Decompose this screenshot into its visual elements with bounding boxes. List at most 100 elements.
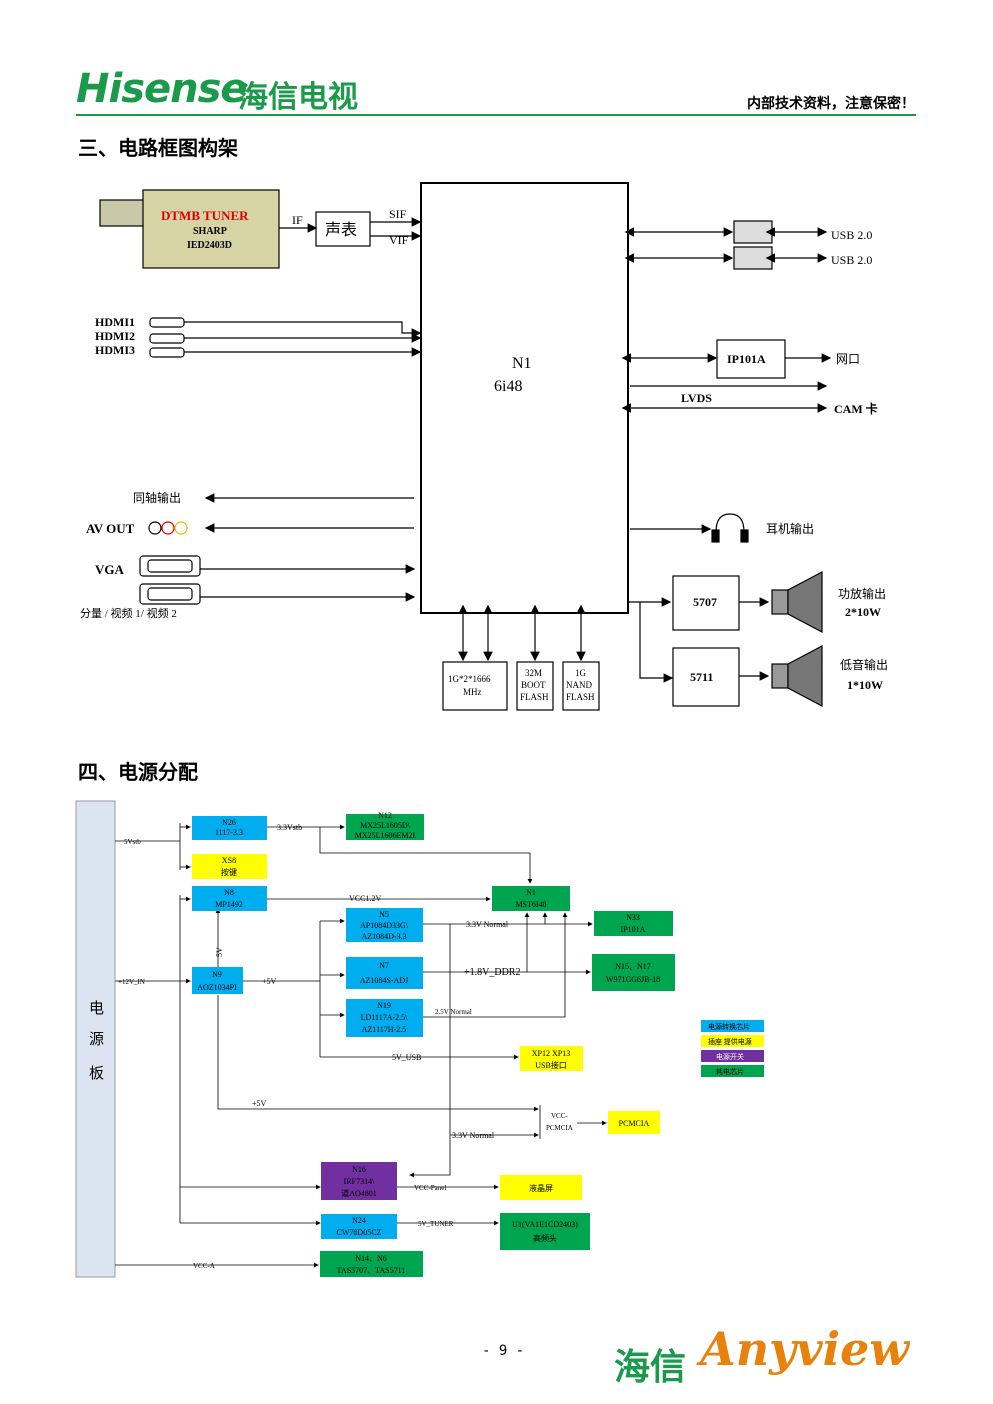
block-xs8: [192, 854, 267, 879]
legend: 电源转换芯片 插座 提供电源 电源开关 耗电芯片: [701, 1020, 764, 1077]
amp2-label: 低音输出: [840, 657, 888, 672]
speaker-icon-2: [771, 645, 823, 707]
section4-title: 四、电源分配: [78, 760, 198, 784]
usb-port-2: [733, 246, 773, 270]
xp12-l2: USB接口: [535, 1060, 567, 1070]
hisense-logo: Hisense: [76, 66, 248, 112]
n7-l2: AZ1084S-ADJ: [360, 976, 408, 985]
main-chip-model: 6i48: [494, 378, 522, 395]
n1-l1: N1: [526, 888, 536, 897]
block-n1: [492, 886, 570, 911]
boot-label-3: FLASH: [520, 692, 549, 702]
wire-5v-vert: 5V: [215, 947, 224, 957]
hdmi1-label: HDMI1: [95, 315, 135, 329]
power-board: [75, 800, 116, 1278]
board-char-3: 板: [89, 1064, 104, 1082]
amp-5711-box: [672, 647, 740, 707]
av-out-connectors: [148, 521, 188, 535]
vga-label: VGA: [95, 562, 125, 577]
nand-label-3: FLASH: [566, 692, 595, 702]
legend-2: 插座 提供电源: [708, 1037, 752, 1046]
n24-l1: N24: [352, 1216, 366, 1225]
main-chip-name: N1: [512, 355, 532, 372]
tuner-connector: [99, 199, 145, 227]
wire-vcc-pcmcia-1: VCC-: [551, 1112, 568, 1120]
headphone-icon: [711, 513, 749, 543]
page-number: - 9 -: [482, 1343, 525, 1359]
wire-33v-normal: 3.3V Normal: [466, 920, 509, 929]
block-u1: [500, 1213, 590, 1250]
wire-5vstb: 5Vstb: [124, 838, 141, 846]
block-n14: [320, 1251, 423, 1277]
block-n24: [321, 1214, 397, 1239]
block-n16: [321, 1162, 397, 1200]
nand-label-2: NAND: [566, 680, 592, 690]
usb2-label: USB 2.0: [831, 253, 872, 267]
n15-l2: W971GG6JB-18: [606, 975, 660, 984]
xs8-l2: 按键: [221, 867, 237, 877]
footer-logo-cn: 海信: [614, 1347, 687, 1388]
wire-vcc-pcmcia-2: PCMCIA: [546, 1124, 573, 1132]
n8-l2: MP1492: [215, 900, 243, 909]
n26-l1: N26: [222, 818, 236, 827]
block-lcd: [500, 1175, 582, 1200]
lvds-label: LVDS: [681, 391, 712, 405]
n1-l2: MST6I48: [515, 900, 546, 909]
n14-l1: N14、N6: [355, 1254, 387, 1263]
n9-l1: N9: [212, 970, 222, 979]
power-diagram: N26 1117-3.3 N12 MX25L1605D\ MX25L1606EM…: [75, 800, 764, 1278]
lcd-l1: 液晶屏: [529, 1183, 553, 1193]
u1-l2: 高频头: [533, 1233, 557, 1243]
amp1-power: 2*10W: [845, 605, 881, 619]
wire-5v-usb: 5V_USB: [392, 1053, 421, 1062]
nand-flash-box: [562, 661, 600, 711]
tuner-brand: SHARP: [193, 226, 227, 237]
n26-l2: 1117-3.3: [215, 828, 243, 837]
n33-l1: N33: [626, 913, 640, 922]
boot-label-1: 32M: [525, 668, 542, 678]
usb1-label: USB 2.0: [831, 228, 872, 242]
block-n7: [346, 957, 423, 989]
amp2-chip: 5711: [690, 670, 713, 684]
hdmi3-label: HDMI3: [95, 343, 135, 357]
component-label: 分量 / 视频 1/ 视频 2: [80, 606, 177, 620]
n19-l1: N19: [377, 1001, 391, 1010]
block-pcmcia: [608, 1111, 660, 1134]
n16-l3: 道AO4801: [341, 1188, 377, 1198]
amp1-label: 功放输出: [838, 586, 886, 601]
tuner-model: IED2403D: [187, 240, 232, 251]
block-n19: [346, 999, 423, 1037]
wire-5v: +5V: [262, 977, 277, 986]
board-char-1: 电: [89, 1000, 104, 1017]
saw-filter-label: 声表: [325, 221, 357, 239]
n33-l2: IP101A: [621, 925, 646, 934]
ddr-label-1: 1G*2*1666: [448, 674, 491, 684]
wire-12vin: +12V_IN: [118, 978, 145, 986]
confidential-note: 内部技术资料，注意保密！: [747, 96, 915, 112]
n5-l3: AZ1084D-3.3: [361, 932, 406, 941]
sif-label: SIF: [389, 207, 407, 221]
vif-label: VIF: [389, 233, 409, 247]
wire-vcc12: VCC1.2V: [349, 894, 381, 903]
n12-l3: MX25L1606EM2I: [355, 831, 416, 840]
hdmi-ports: [149, 317, 185, 358]
footer-logo-anyview: Anyview: [700, 1322, 909, 1376]
n5-l2: AP1084D33G\: [360, 921, 409, 930]
nand-label-1: 1G: [575, 668, 587, 678]
n16-l2: IRF7314\: [344, 1177, 375, 1186]
n14-l2: TAS5707、TAS5711: [337, 1266, 406, 1275]
if-label: IF: [292, 213, 303, 227]
legend-1: 电源转换芯片: [708, 1022, 750, 1031]
headphone-label: 耳机输出: [766, 521, 814, 536]
tuner-box: [142, 189, 280, 269]
n16-l1: N16: [352, 1165, 366, 1174]
av-out-label: AV OUT: [86, 521, 135, 536]
component-connector: [139, 583, 201, 605]
block-xp12: [520, 1046, 583, 1071]
cam-label: CAM 卡: [834, 401, 878, 416]
vga-connector: [139, 555, 201, 577]
block-n5: [346, 908, 423, 942]
legend-4: 耗电芯片: [716, 1067, 744, 1076]
header-divider: [76, 114, 916, 116]
n9-l2: AOZ1034PI: [197, 983, 237, 992]
